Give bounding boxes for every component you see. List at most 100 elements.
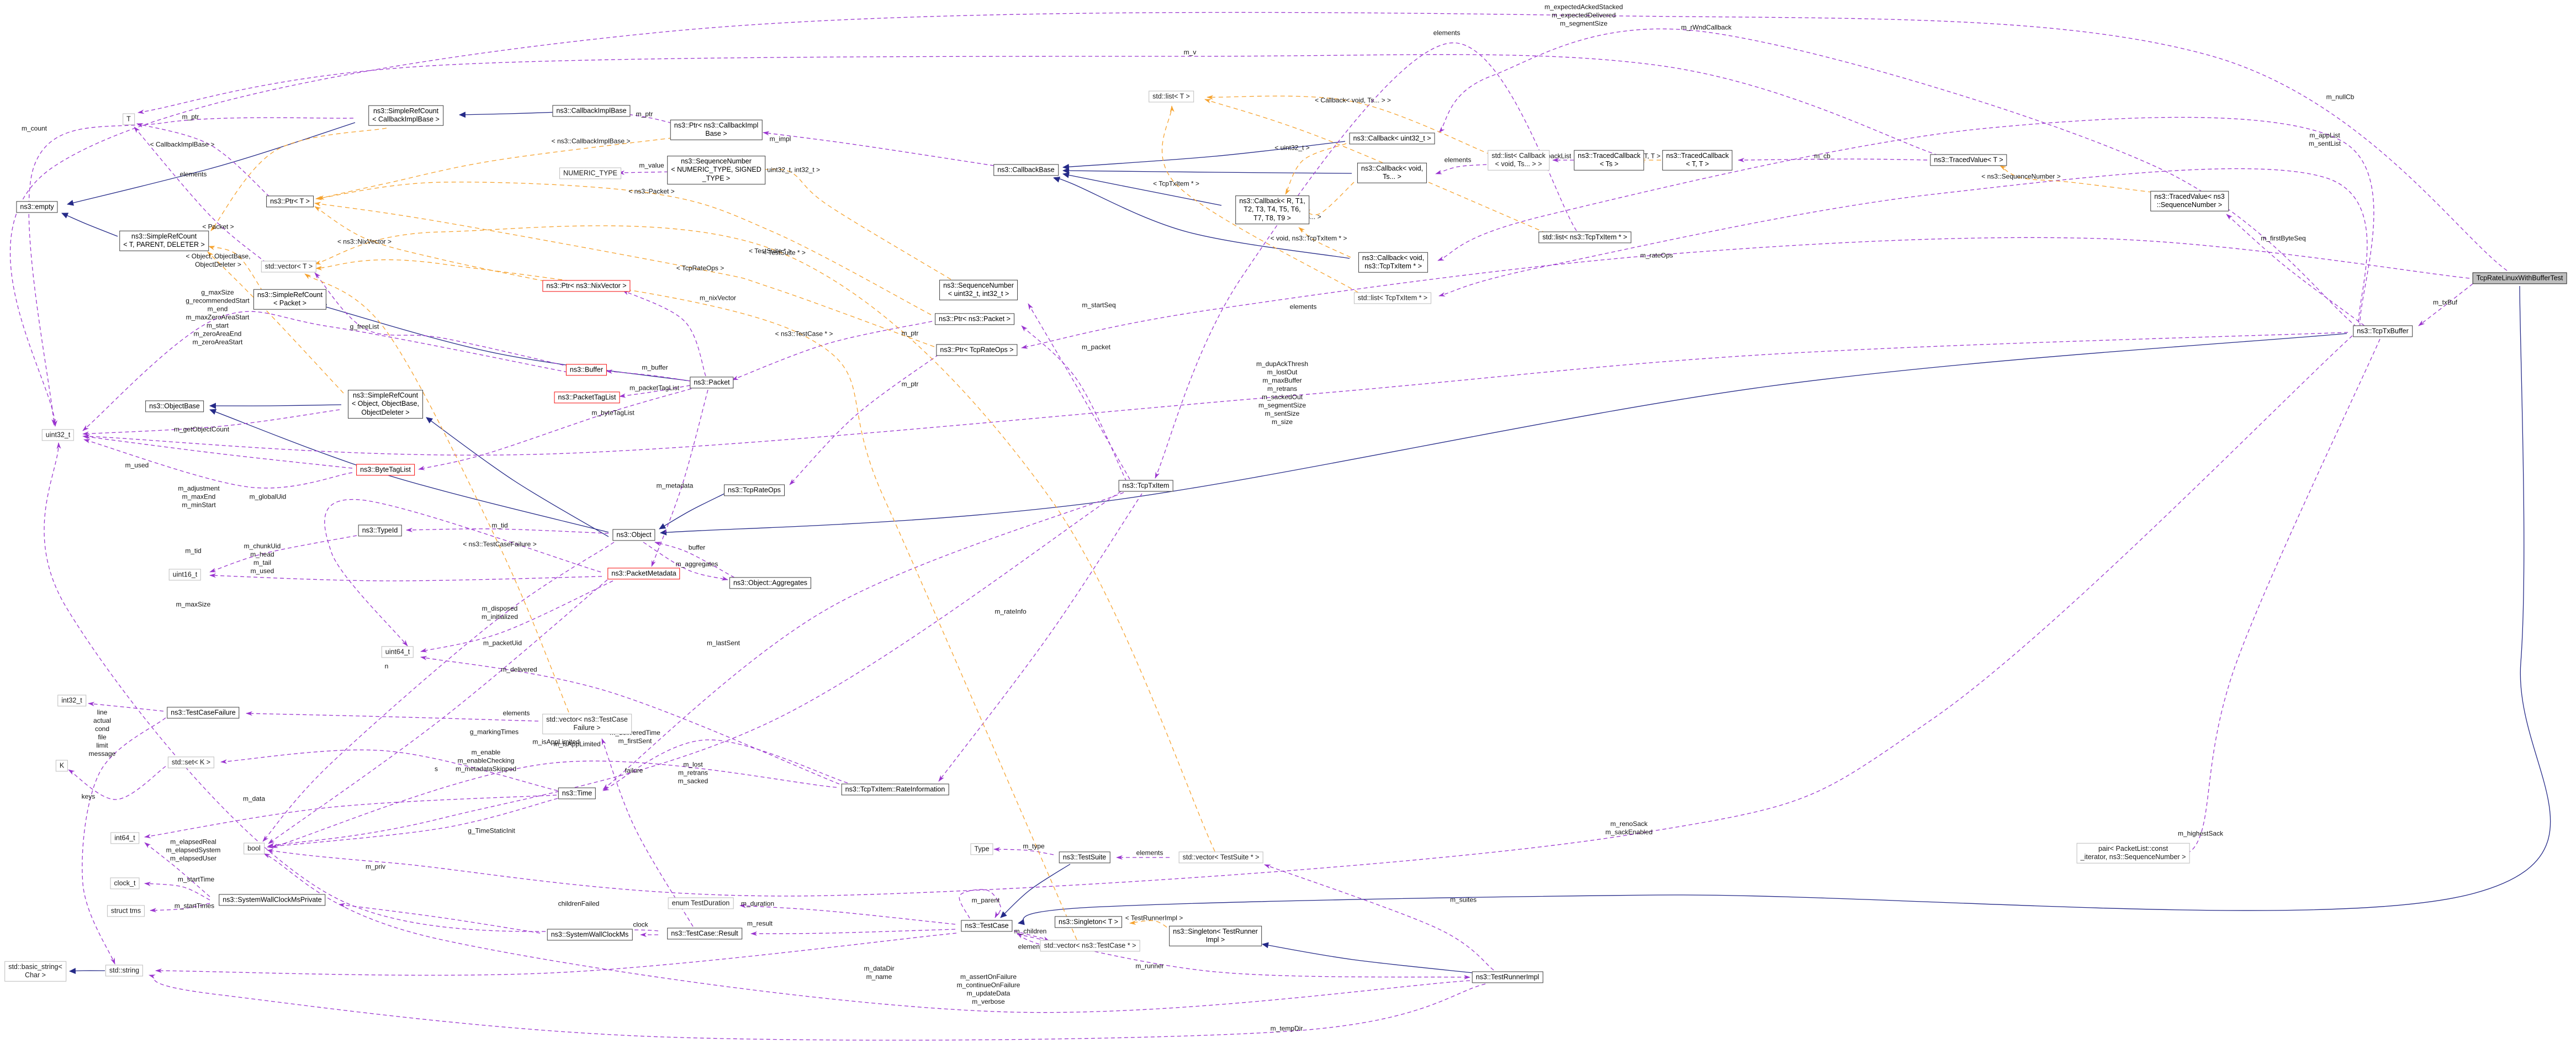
node-src_tpd[interactable]: ns3::SimpleRefCount < T, PARENT, DELETER… (119, 230, 209, 251)
edge-template-seq32-seqnum (757, 168, 951, 280)
edge-label: m_ptr (901, 329, 919, 337)
node-numtype: NUMERIC_TYPE (559, 167, 621, 179)
node-vec_tc: std::vector< ns3::TestCase * > (1040, 940, 1140, 952)
edge-member-tcptxitem-ptr_pkt (1021, 325, 1127, 482)
edge-member-packet-bytetaglist (418, 388, 692, 470)
node-duration: enum TestDuration (668, 897, 734, 909)
edge-member-testcase-testcase (959, 889, 1002, 919)
edge-member-txbuf-tv_seq (2226, 214, 2365, 326)
edge-inherit-object-src_ood (426, 417, 609, 537)
node-empty[interactable]: ns3::empty (16, 201, 58, 213)
edge-member-cbbase-ptr_cib (763, 131, 995, 166)
edge-member-ptr_rateops-tcprateops (789, 354, 939, 485)
node-ptr_rateops[interactable]: ns3::Ptr< TcpRateOps > (936, 344, 1018, 356)
node-objbase[interactable]: ns3::ObjectBase (145, 400, 204, 412)
node-cib[interactable]: ns3::CallbackImplBase (552, 105, 631, 117)
node-singleton_t[interactable]: ns3::Singleton< T > (1055, 916, 1122, 928)
node-packet[interactable]: ns3::Packet (690, 377, 734, 389)
node-vec_tcf: std::vector< ns3::TestCase Failure > (542, 713, 632, 734)
node-rateinfo[interactable]: ns3::TcpTxItem::RateInformation (841, 783, 949, 796)
node-cbbase[interactable]: ns3::CallbackBase (993, 164, 1059, 176)
edge-label: < uint32_t > (1274, 144, 1310, 152)
node-testcase[interactable]: ns3::TestCase (961, 920, 1013, 932)
edge-label: m_rateInfo (995, 607, 1027, 616)
node-tv_seq[interactable]: ns3::TracedValue< ns3 ::SequenceNumber > (2150, 190, 2229, 211)
edge-member-tv_t-tparam (137, 54, 1939, 156)
node-pktmeta[interactable]: ns3::PacketMetadata (607, 568, 680, 580)
edge-label: < Object, ObjectBase, ObjectDeleter > (186, 252, 251, 268)
edge-label: g_freeList (350, 322, 379, 331)
edge-member-packet-pktmeta (651, 389, 708, 567)
edge-member-src_ood-u32 (82, 409, 340, 436)
node-tcprateops[interactable]: ns3::TcpRateOps (724, 484, 785, 496)
edge-member-rateinfo-time (602, 739, 848, 791)
node-clockt: clock_t (110, 877, 140, 890)
node-ptr_t[interactable]: ns3::Ptr< T > (266, 195, 314, 208)
node-pkttaglist[interactable]: ns3::PacketTagList (554, 391, 620, 404)
edge-inherit-cib-src_cib (459, 112, 559, 118)
edge-label: m_byteTagList (591, 409, 634, 417)
edge-label: keys (81, 792, 96, 801)
edge-label: m_highestSack (2177, 829, 2224, 838)
edge-label: elements (1444, 156, 1472, 164)
edge-label: m_value (639, 161, 664, 170)
node-swcmp[interactable]: ns3::SystemWallClockMsPrivate (219, 894, 326, 906)
node-object[interactable]: ns3::Object (612, 529, 655, 541)
node-ptr_pkt[interactable]: ns3::Ptr< ns3::Packet > (935, 313, 1014, 325)
edge-member-txbuf-pair (2170, 338, 2381, 854)
node-typeid[interactable]: ns3::TypeId (358, 525, 402, 537)
edge-member-txbuf-bool (267, 335, 2353, 897)
node-result[interactable]: ns3::TestCase::Result (667, 928, 742, 940)
edge-label: elements (502, 709, 530, 717)
node-src_ood[interactable]: ns3::SimpleRefCount < Object, ObjectBase… (348, 390, 423, 419)
node-tc_ts[interactable]: ns3::TracedCallback < Ts > (1574, 150, 1644, 171)
node-ptr_cib[interactable]: ns3::Ptr< ns3::CallbackImpl Base > (670, 119, 763, 140)
edge-member-packet-ptr_nix (622, 290, 706, 377)
edge-inherit-src_tpd-empty (61, 213, 118, 237)
node-ptr_nix[interactable]: ns3::Ptr< ns3::NixVector > (542, 280, 631, 292)
node-tri[interactable]: ns3::TestRunnerImpl (1472, 971, 1543, 983)
node-testsuite[interactable]: ns3::TestSuite (1059, 851, 1110, 864)
node-buffer[interactable]: ns3::Buffer (565, 364, 607, 376)
edge-label: < TcpRateOps > (676, 264, 724, 272)
edge-member-testsuite-type (993, 847, 1054, 855)
edge-label: m_renoSack m_sackEnabled (1605, 820, 1653, 836)
node-cb_void[interactable]: ns3::Callback< void, Ts... > (1357, 162, 1427, 183)
edge-member-src_cib-u32 (28, 117, 354, 426)
edge-member-testcase-duration (739, 903, 956, 925)
node-cb_txitem[interactable]: ns3::Callback< void, ns3::TcpTxItem * > (1358, 252, 1429, 273)
node-tc_tt[interactable]: ns3::TracedCallback < T, T > (1662, 150, 1733, 171)
node-tcfail[interactable]: ns3::TestCaseFailure (167, 707, 240, 719)
edge-member-tri-vec_ts (1264, 864, 1494, 971)
node-txbuf[interactable]: ns3::TcpTxBuffer (2353, 325, 2413, 337)
edge-member-seqnum-numtype (618, 170, 675, 175)
edge-label: m_used (125, 461, 149, 469)
node-cb_u32[interactable]: ns3::Callback< uint32_t > (1349, 133, 1435, 145)
node-tcptxitem[interactable]: ns3::TcpTxItem (1118, 480, 1173, 492)
edge-label: m_isAppLimited (553, 740, 601, 748)
edge-template-tv_seq-tv_t (2000, 165, 2161, 194)
edge-template-list_txitem-list_t (1161, 105, 1359, 293)
edge-label: m_elapsedReal m_elapsedSystem m_elapsedU… (166, 838, 221, 862)
node-aggregates[interactable]: ns3::Object::Aggregates (729, 577, 812, 589)
edge-label: m_suites (1450, 896, 1477, 904)
node-src_pkt[interactable]: ns3::SimpleRefCount < Packet > (253, 289, 327, 310)
node-seqnum[interactable]: ns3::SequenceNumber < NUMERIC_TYPE, SIGN… (667, 156, 765, 184)
edge-label: < ns3::CallbackImplBase > (551, 137, 631, 145)
node-seq32[interactable]: ns3::SequenceNumber < uint32_t, int32_t … (939, 279, 1018, 300)
edge-template-src_cib-src_tpd (210, 128, 387, 231)
edge-label: < void, ns3::TcpTxItem * > (1270, 234, 1347, 242)
edge-label: m_firstByteSeq (2261, 234, 2306, 242)
node-cb_r[interactable]: ns3::Callback< R, T1, T2, T3, T4, T5, T6… (1235, 195, 1309, 224)
node-list_ns3txitem[interactable]: std::list< ns3::TcpTxItem * > (1538, 231, 1631, 243)
node-src_cib[interactable]: ns3::SimpleRefCount < CallbackImplBase > (368, 105, 443, 126)
edge-member-time-setk (220, 749, 558, 791)
node-tv_t[interactable]: ns3::TracedValue< T > (1930, 154, 2007, 166)
node-singleton_tri[interactable]: ns3::Singleton< TestRunner Impl > (1169, 925, 1262, 946)
node-bytetaglist[interactable]: ns3::ByteTagList (356, 464, 415, 476)
node-focus[interactable]: TcpRateLinuxWithBufferTest (2472, 272, 2567, 284)
node-swcm[interactable]: ns3::SystemWallClockMs (547, 929, 633, 941)
edge-label: m_globalUid (249, 493, 287, 501)
node-time[interactable]: ns3::Time (558, 787, 596, 800)
edge-label: m_appList m_sentList (2308, 131, 2341, 147)
